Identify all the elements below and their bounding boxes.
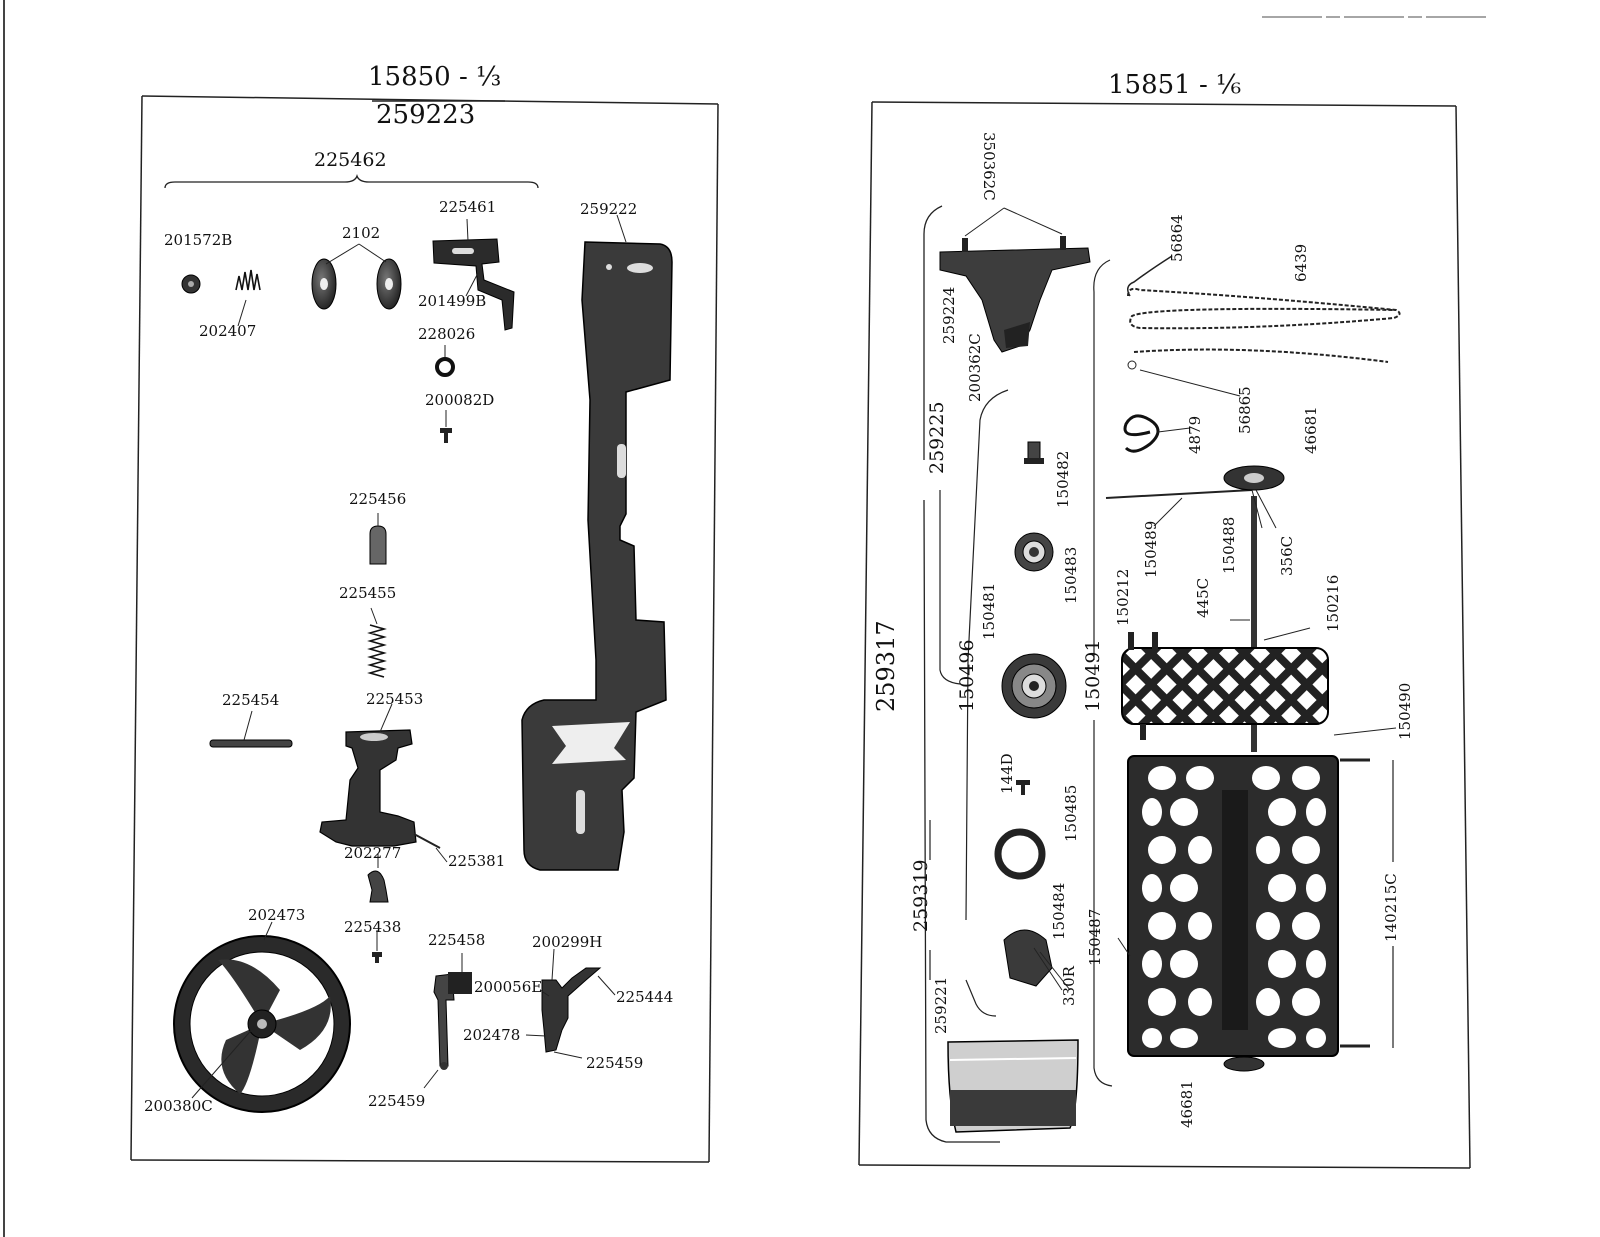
subassembly-259319: 259319 <box>910 859 932 932</box>
part-label-225455: 225455 <box>339 584 397 602</box>
part-label-150212: 150212 <box>1114 568 1132 626</box>
part-label-201499B: 201499B <box>418 292 487 310</box>
guide-225453 <box>319 729 417 847</box>
part-label-330R: 330R <box>1060 966 1078 1006</box>
left-assembly-number: 259223 <box>376 100 476 130</box>
ring-150485 <box>994 828 1046 880</box>
part-label-150216: 150216 <box>1324 574 1342 632</box>
part-label-225459-right: 225459 <box>586 1054 644 1072</box>
screw-225438 <box>372 952 382 963</box>
part-label-150484: 150484 <box>1050 882 1068 940</box>
part-label-46681-top: 46681 <box>1302 406 1320 454</box>
rod-225454 <box>209 739 293 748</box>
part-label-445C: 445C <box>1194 577 1212 618</box>
part-label-150490: 150490 <box>1396 682 1414 740</box>
bracket-259225 <box>939 490 961 685</box>
subassembly-150491: 150491 <box>1082 639 1104 712</box>
handwheel-202473 <box>173 935 351 1113</box>
part-label-2102: 2102 <box>342 224 381 242</box>
cap-202277 <box>367 870 389 903</box>
screw-144D <box>1016 780 1030 795</box>
part-label-150483: 150483 <box>1062 546 1080 604</box>
pitman-150489 <box>1105 489 1253 499</box>
part-label-202277: 202277 <box>344 844 402 862</box>
part-label-46681-bottom: 46681 <box>1178 1080 1196 1128</box>
part-label-356C: 356C <box>1278 535 1296 576</box>
screw-200082D <box>440 428 452 443</box>
part-label-200082D: 200082D <box>425 391 495 409</box>
stud-150482 <box>1027 441 1041 461</box>
part-label-140215C: 140215C <box>1382 873 1400 942</box>
left-panel-frame <box>130 95 719 1163</box>
part-label-150487: 150487 <box>1086 908 1104 966</box>
part-label-4879: 4879 <box>1186 415 1204 454</box>
part-label-201572B: 201572B <box>164 231 233 249</box>
part-label-150482: 150482 <box>1054 450 1072 508</box>
pin-225456 <box>369 525 387 565</box>
part-label-225459-left: 225459 <box>368 1092 426 1110</box>
part-label-200299H: 200299H <box>532 933 603 951</box>
frame-150487 <box>1127 755 1339 1057</box>
hook-4879 <box>1123 414 1160 453</box>
left-panel-title: 15850 - ⅓ <box>368 62 502 92</box>
part-label-200380C: 200380C <box>144 1097 213 1115</box>
part-label-225456: 225456 <box>349 490 407 508</box>
part-label-150485: 150485 <box>1062 784 1080 842</box>
right-panel-title: 15851 - ⅙ <box>1108 70 1242 100</box>
part-label-350362C: 350362C <box>980 132 998 201</box>
part-label-56864: 56864 <box>1168 214 1186 262</box>
part-label-225381: 225381 <box>448 852 506 870</box>
spring-225455 <box>367 624 387 678</box>
part-label-202473: 202473 <box>248 906 306 924</box>
part-label-6439: 6439 <box>1292 243 1310 282</box>
treadle-150491 <box>1121 647 1329 725</box>
part-label-200056E: 200056E <box>474 978 543 996</box>
plate-259222 <box>521 241 673 871</box>
bracket-259317 <box>923 499 1000 1143</box>
part-label-225458: 225458 <box>428 931 486 949</box>
spring-202407 <box>235 269 261 291</box>
part-label-202478: 202478 <box>463 1026 521 1044</box>
part-label-225461: 225461 <box>439 198 497 216</box>
part-label-225453: 225453 <box>366 690 424 708</box>
part-label-150488: 150488 <box>1220 516 1238 574</box>
part-label-144D: 144D <box>998 753 1016 794</box>
belt-6439 <box>1127 287 1401 330</box>
part-label-259221: 259221 <box>932 976 950 1034</box>
part-label-225454: 225454 <box>222 691 280 709</box>
part-label-225444: 225444 <box>616 988 674 1006</box>
bracket-259225-top <box>923 205 943 460</box>
part-label-200362C: 200362C <box>966 333 984 402</box>
part-label-259222: 259222 <box>580 200 638 218</box>
part-label-259224: 259224 <box>940 286 958 344</box>
part-label-150489: 150489 <box>1142 520 1160 578</box>
part-label-150481: 150481 <box>980 582 998 640</box>
plate-150484 <box>1003 929 1053 987</box>
group-number-225462: 225462 <box>314 149 387 171</box>
bracket-150491 <box>1093 259 1111 660</box>
subassembly-150496: 150496 <box>956 639 978 712</box>
part-label-202407: 202407 <box>199 322 257 340</box>
right-assembly-number: 259317 <box>872 620 900 712</box>
bracket-225461 <box>432 238 515 331</box>
part-label-225438: 225438 <box>344 918 402 936</box>
subassembly-259225: 259225 <box>926 401 948 474</box>
washer-228026 <box>435 357 455 377</box>
bracket-150496 <box>965 389 1009 921</box>
part-label-56865: 56865 <box>1236 386 1254 434</box>
group-brace-225462 <box>164 173 539 189</box>
right-panel-frame <box>858 101 1471 1169</box>
belt-56865 <box>1133 348 1389 363</box>
latch-200299H <box>541 967 602 1053</box>
part-label-228026: 228026 <box>418 325 476 343</box>
